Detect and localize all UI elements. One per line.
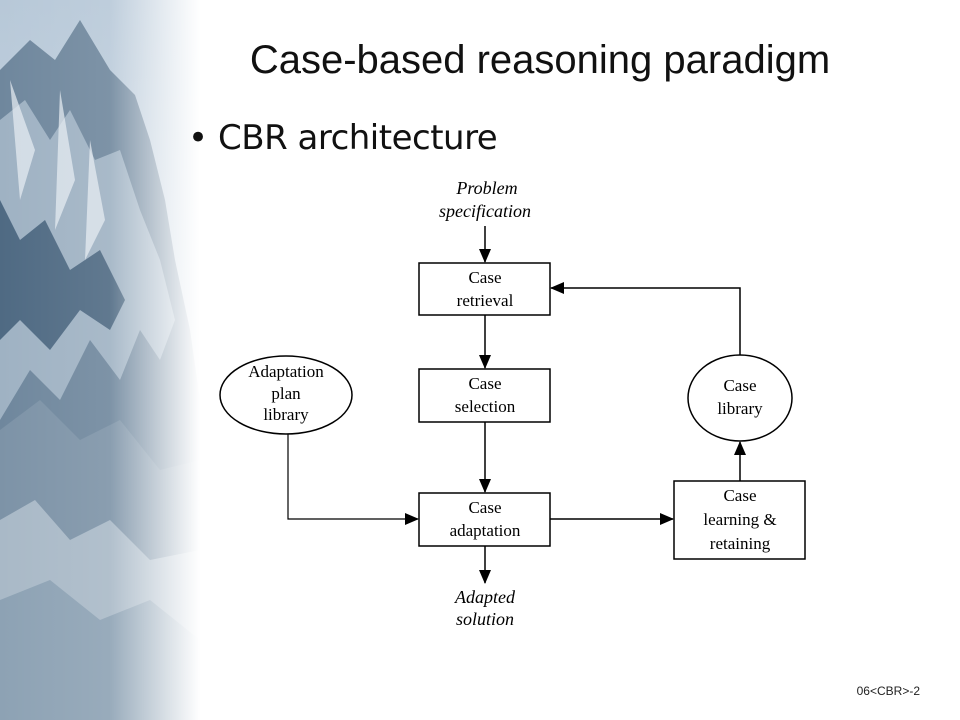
- node-adaptation-plan-library-line3: library: [263, 405, 309, 424]
- bullet-item: •CBR architecture: [188, 118, 498, 158]
- node-case-retrieval-line1: Case: [468, 268, 501, 287]
- slide-number: 06<CBR>-2: [856, 684, 920, 698]
- mountain-background-image: [0, 0, 200, 720]
- node-case-learning-retaining: Case learning & retaining: [673, 480, 806, 560]
- node-case-learning-line1: Case: [723, 486, 756, 505]
- slide-title: Case-based reasoning paradigm: [249, 38, 831, 82]
- node-case-library: Case library: [687, 354, 793, 442]
- node-case-selection-line2: selection: [455, 397, 516, 416]
- node-case-selection: Case selection: [418, 368, 551, 423]
- bullet-dot-icon: •: [188, 118, 208, 158]
- node-case-adaptation-line1: Case: [468, 498, 501, 517]
- node-adaptation-plan-library-line1: Adaptation: [248, 362, 324, 381]
- node-case-library-line2: library: [717, 399, 763, 418]
- input-label-line2: specification: [439, 201, 531, 221]
- node-case-learning-line2: learning &: [703, 510, 776, 529]
- output-label-line2: solution: [456, 609, 514, 629]
- arrow-case-library-to-retrieval: [550, 282, 741, 355]
- arrow-plan-library-to-adaptation: [287, 434, 419, 525]
- node-adaptation-plan-library: Adaptation plan library: [219, 355, 353, 435]
- input-label-line1: Problem: [455, 178, 517, 198]
- node-case-retrieval: Case retrieval: [418, 262, 551, 316]
- node-case-library-line1: Case: [723, 376, 756, 395]
- output-label-line1: Adapted: [454, 587, 516, 607]
- node-case-learning-line3: retaining: [710, 534, 771, 553]
- node-case-adaptation-line2: adaptation: [450, 521, 521, 540]
- node-adaptation-plan-library-line2: plan: [271, 384, 301, 403]
- node-case-retrieval-line2: retrieval: [457, 291, 514, 310]
- node-case-selection-line1: Case: [468, 374, 501, 393]
- bullet-text: CBR architecture: [218, 118, 498, 158]
- node-case-adaptation: Case adaptation: [418, 492, 551, 547]
